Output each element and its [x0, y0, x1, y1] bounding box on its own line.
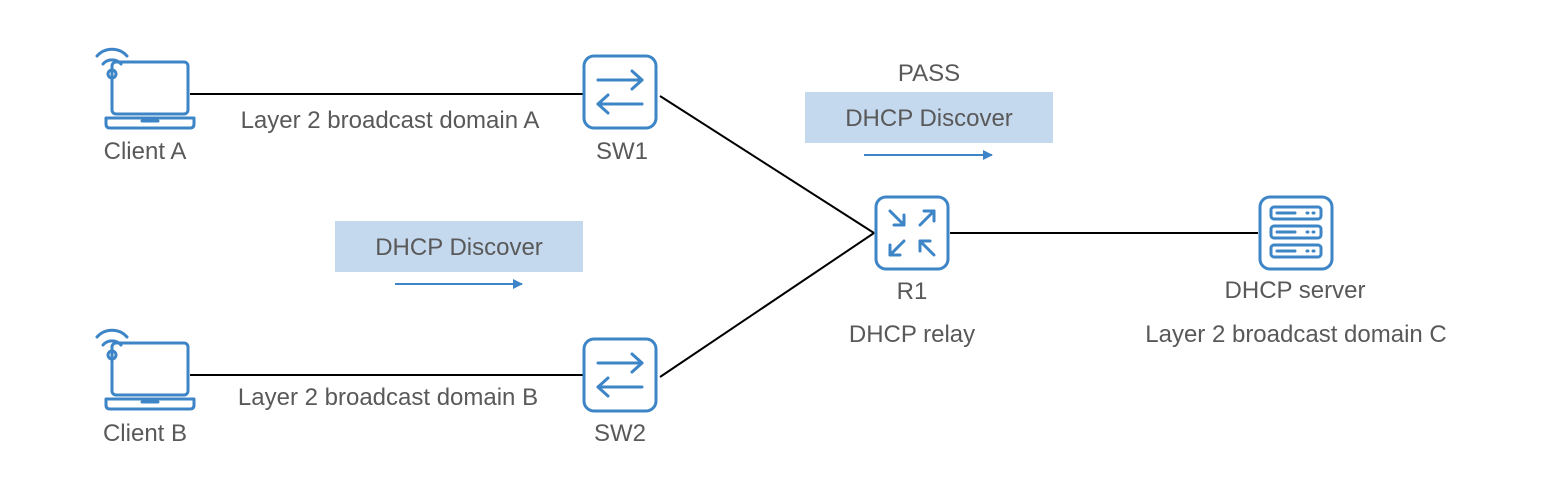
- dhcp-server[interactable]: DHCP server Layer 2 broadcast domain C: [1145, 195, 1447, 348]
- sw1-label: SW1: [596, 138, 648, 165]
- sw2-label: SW2: [594, 420, 646, 447]
- switch-icon: [582, 54, 658, 130]
- link-sw1-r1: [659, 95, 875, 234]
- router-icon: [874, 195, 950, 271]
- server-icon: [1258, 195, 1334, 271]
- client-b-label: Client B: [103, 420, 187, 447]
- r1[interactable]: R1 DHCP relay: [849, 195, 975, 348]
- domain-c-label: Layer 2 broadcast domain C: [1145, 321, 1447, 348]
- switch-icon: [582, 337, 658, 413]
- domain-b-label: Layer 2 broadcast domain B: [238, 384, 538, 411]
- pass-label: PASS: [898, 60, 960, 87]
- sw1[interactable]: SW1: [582, 54, 658, 165]
- client-b[interactable]: Client B: [95, 328, 196, 447]
- dhcp-discover-message-right: PASS DHCP Discover: [805, 60, 1053, 160]
- client-a-label: Client A: [104, 138, 187, 165]
- laptop-wifi-icon: [95, 328, 196, 411]
- domain-a-label: Layer 2 broadcast domain A: [241, 107, 540, 134]
- r1-label: R1: [897, 278, 928, 305]
- sw2[interactable]: SW2: [582, 337, 658, 447]
- message-label: DHCP Discover: [845, 105, 1013, 132]
- message-box: [805, 92, 1053, 143]
- laptop-wifi-icon: [95, 47, 196, 130]
- message-label: DHCP Discover: [375, 234, 543, 261]
- message-box: [335, 221, 583, 272]
- link-sw2-r1: [659, 232, 875, 378]
- client-a[interactable]: Client A: [95, 47, 196, 165]
- dhcp-server-label: DHCP server: [1225, 277, 1366, 304]
- dhcp-discover-message-left: DHCP Discover: [335, 221, 583, 289]
- r1-role-label: DHCP relay: [849, 321, 975, 348]
